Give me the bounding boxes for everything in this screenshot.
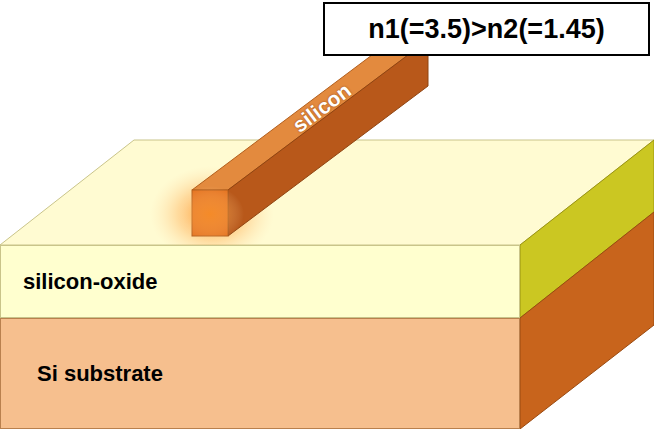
formula-box: n1(=3.5)>n2(=1.45) bbox=[323, 2, 650, 56]
substrate-layer: Si substrate bbox=[0, 318, 520, 429]
layer-label: Si substrate bbox=[37, 361, 163, 387]
index-formula: n1(=3.5)>n2(=1.45) bbox=[368, 14, 604, 45]
layer-label: silicon-oxide bbox=[23, 269, 157, 295]
substrate-side-face bbox=[520, 212, 654, 429]
oxide-layer: silicon-oxide bbox=[0, 245, 520, 318]
ridge-side-face bbox=[228, 40, 428, 236]
mode-glow-core bbox=[176, 186, 244, 242]
